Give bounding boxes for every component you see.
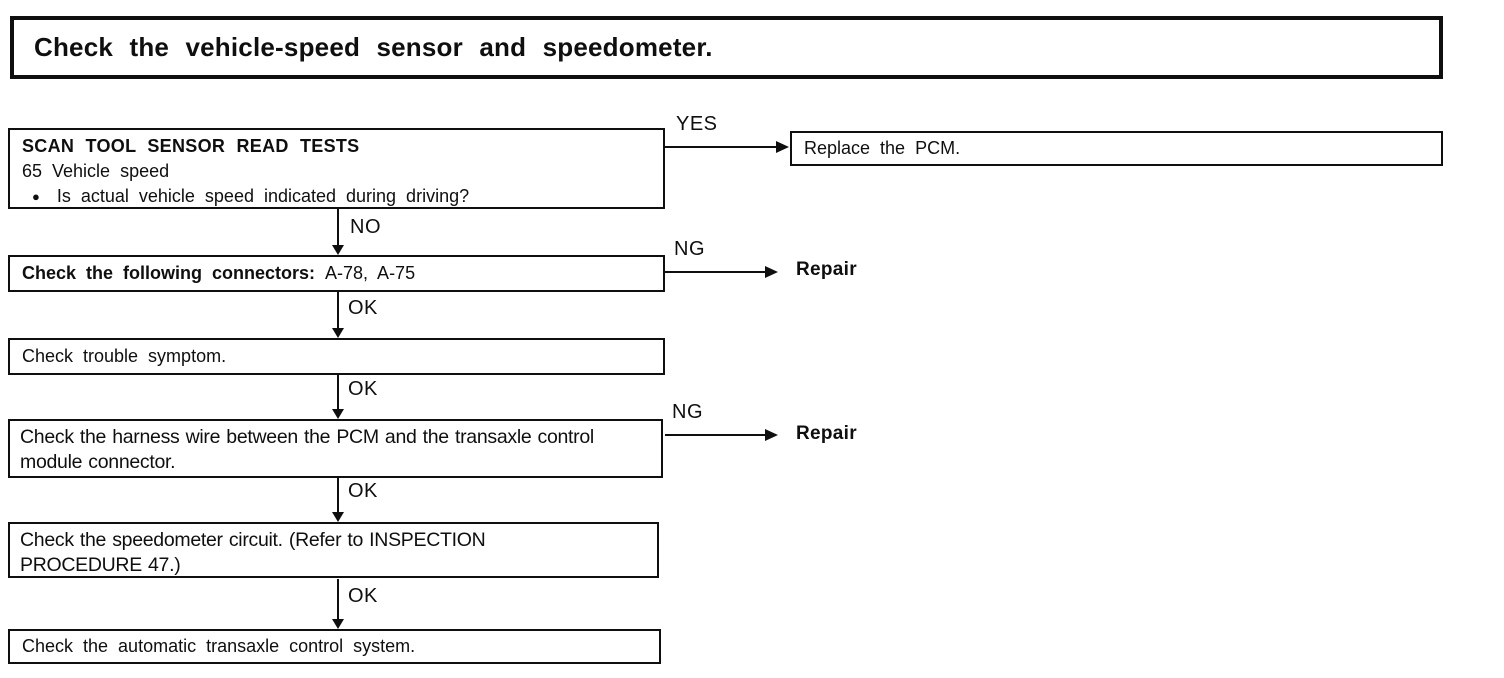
- branch-label-no: NO: [350, 216, 381, 238]
- node-check-speedometer-circuit: Check the speedometer circuit. (Refer to…: [8, 522, 659, 578]
- arrow-no-down: [332, 209, 344, 255]
- node-check-transaxle-system-text: Check the automatic transaxle control sy…: [22, 636, 416, 656]
- node-check-speedometer-line2: PROCEDURE 47.): [20, 554, 181, 576]
- arrow-ng-right-2: [665, 429, 778, 441]
- node-check-speedometer-line1: Check the speedometer circuit. (Refer to…: [20, 529, 486, 551]
- node-scan-tool-question: Is actual vehicle speed indicated during…: [56, 186, 470, 206]
- page-title: Check the vehicle-speed sensor and speed…: [34, 32, 713, 62]
- node-replace-pcm-text: Replace the PCM.: [804, 138, 961, 158]
- arrow-ok-down-4: [332, 579, 344, 629]
- arrow-ok-down-3: [332, 478, 344, 522]
- node-check-harness-wire-line1: Check the harness wire between the PCM a…: [20, 426, 594, 448]
- node-replace-pcm: Replace the PCM.: [790, 131, 1443, 166]
- node-check-harness-wire: Check the harness wire between the PCM a…: [8, 419, 663, 478]
- arrow-ok-down-2: [332, 375, 344, 419]
- node-check-transaxle-system: Check the automatic transaxle control sy…: [8, 629, 661, 664]
- node-check-connectors: Check the following connectors: A-78, A-…: [8, 255, 665, 292]
- node-scan-tool-tests: SCAN TOOL SENSOR READ TESTS 65 Vehicle s…: [8, 128, 665, 209]
- branch-label-ok-4: OK: [348, 585, 378, 607]
- branch-label-ok-3: OK: [348, 480, 378, 502]
- branch-label-ok-1: OK: [348, 297, 378, 319]
- branch-label-ng-1: NG: [674, 238, 705, 260]
- title-box: Check the vehicle-speed sensor and speed…: [10, 16, 1443, 79]
- bullet-icon: ●: [32, 189, 40, 204]
- branch-label-ng-2: NG: [672, 401, 703, 423]
- node-check-trouble-symptom: Check trouble symptom.: [8, 338, 665, 375]
- node-check-connectors-label: Check the following connectors:: [22, 263, 316, 283]
- terminal-repair-1: Repair: [796, 259, 857, 280]
- arrow-ng-right-1: [665, 266, 778, 278]
- node-check-harness-wire-line2: module connector.: [20, 451, 176, 473]
- branch-label-ok-2: OK: [348, 378, 378, 400]
- node-scan-tool-item: 65 Vehicle speed: [22, 161, 170, 181]
- node-scan-tool-title: SCAN TOOL SENSOR READ TESTS: [22, 136, 360, 156]
- node-check-connectors-value: A-78, A-75: [325, 263, 416, 283]
- node-check-trouble-symptom-text: Check trouble symptom.: [22, 346, 227, 366]
- arrow-ok-down-1: [332, 292, 344, 338]
- terminal-repair-2: Repair: [796, 423, 857, 444]
- branch-label-yes: YES: [676, 113, 718, 135]
- arrow-yes-right: [664, 141, 789, 153]
